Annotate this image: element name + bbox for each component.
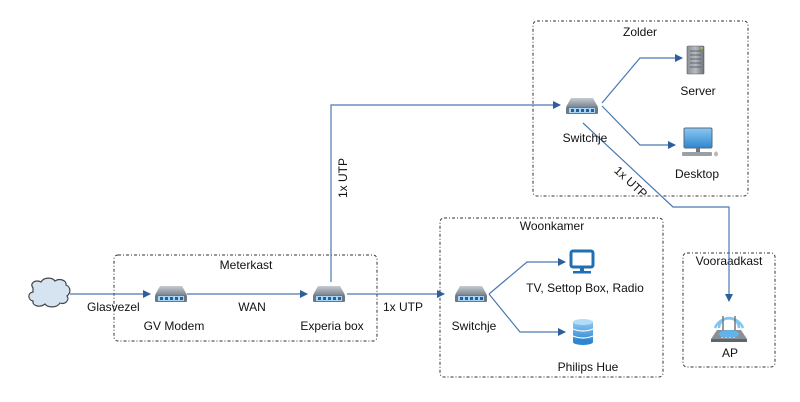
node-internet [28,277,71,308]
link-switch-tv [488,258,566,295]
link-label-utp-zolder: 1x UTP [336,158,350,198]
group-meterkast: Meterkast [113,254,378,342]
node-ap[interactable]: AP [711,316,747,360]
cloud-icon [28,277,71,308]
network-switch-icon [155,286,187,302]
node-switch-woonkamer[interactable]: Switchje [452,286,497,333]
node-label-philips-hue: Philips Hue [558,360,619,374]
database-icon [572,319,594,345]
network-switch-icon [566,98,598,114]
node-experia-box[interactable]: Experia box [300,286,364,333]
node-tv[interactable]: TV, Settop Box, Radio [526,249,644,295]
node-label-server: Server [680,84,715,98]
node-label-ap: AP [722,346,738,360]
node-desktop[interactable]: Desktop [675,127,719,181]
monitor-icon [569,249,595,274]
network-switch-icon [313,286,345,302]
node-switch-zolder[interactable]: Switchje [563,98,608,145]
node-label-tv: TV, Settop Box, Radio [526,281,644,295]
server-icon [686,45,705,75]
wireless-access-point-icon [711,316,747,342]
link-switch-server [601,54,683,104]
group-zolder: Zolder [532,20,749,197]
link-label-utp-ap: 1x UTP [611,163,650,201]
node-label-experia-box: Experia box [300,319,363,333]
link-switch-hue [488,293,566,336]
node-gv-modem[interactable]: GV Modem [144,286,205,333]
desktop-computer-icon [682,127,718,157]
link-label-glasvezel: Glasvezel [87,300,140,314]
link-label-utp-woonkamer: 1x UTP [383,300,423,314]
node-label-gv-modem: GV Modem [144,319,205,333]
node-label-desktop: Desktop [675,167,719,181]
node-philips-hue[interactable]: Philips Hue [558,319,619,374]
network-switch-icon [455,286,487,302]
node-server[interactable]: Server [680,45,716,98]
link-switch-desktop [601,105,676,149]
group-label-zolder: Zolder [623,25,657,39]
group-label-meterkast: Meterkast [220,258,273,272]
group-label-woonkamer: Woonkamer [520,219,584,233]
link-utp-zolder [330,101,561,282]
node-label-switch-woonkamer: Switchje [452,319,497,333]
link-utp-ap [582,122,733,302]
link-label-wan: WAN [238,300,266,314]
node-label-switch-zolder: Switchje [563,131,608,145]
